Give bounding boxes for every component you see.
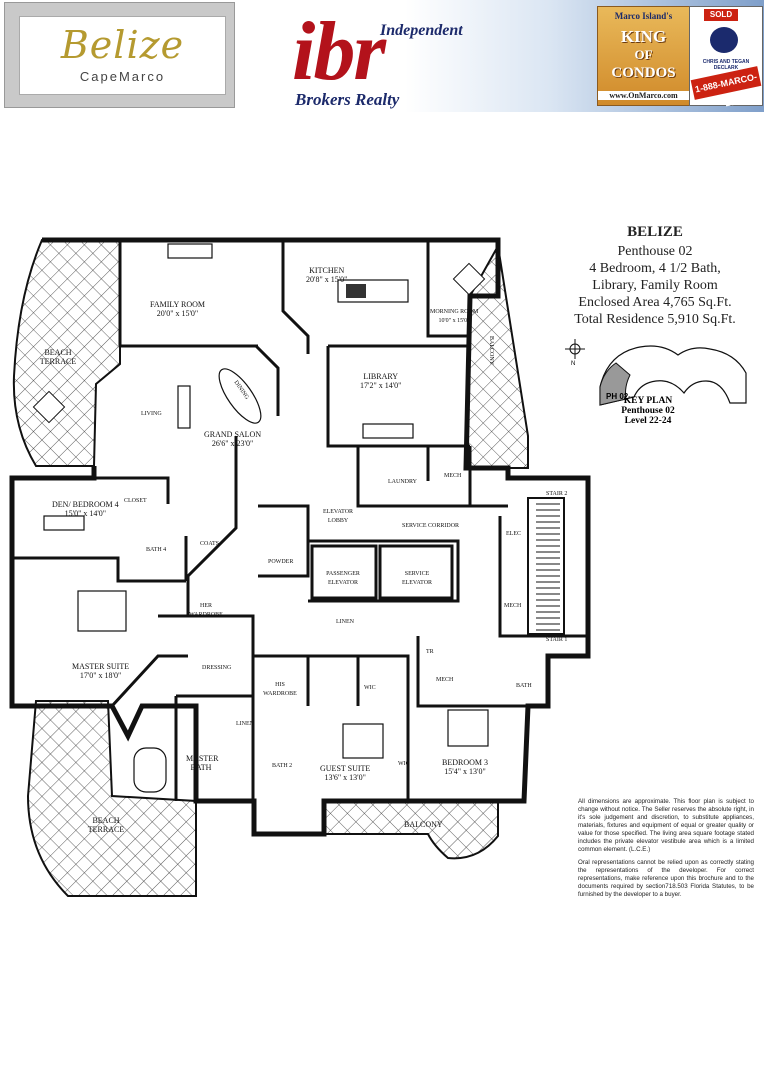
bedroom3-bed bbox=[447, 709, 489, 747]
disclaimer: All dimensions are approximate. This flo… bbox=[578, 798, 754, 904]
room-linen-2: LINEN bbox=[236, 721, 254, 727]
floor-plan bbox=[9, 237, 591, 897]
cooktop-icon bbox=[346, 284, 366, 298]
room-passenger-elevator: PASSENGER ELEVATOR bbox=[326, 571, 360, 586]
room-his-wardrobe: HIS WARDROBE bbox=[263, 682, 297, 697]
exterior-wall bbox=[9, 237, 591, 837]
key-plan-title: KEY PLAN bbox=[623, 396, 673, 406]
disclaimer-p2: Oral representations cannot be relied up… bbox=[578, 859, 754, 898]
property-beds: 4 Bedroom, 4 1/2 Bath, bbox=[589, 261, 721, 276]
property-total: Total Residence 5,910 Sq.Ft. bbox=[574, 312, 736, 327]
room-mech-3: MECH bbox=[436, 677, 454, 683]
library-sofa bbox=[362, 423, 414, 439]
king-sign-line4: CONDOS bbox=[611, 65, 676, 81]
property-enclosed: Enclosed Area 4,765 Sq.Ft. bbox=[578, 295, 732, 310]
guest-bed bbox=[342, 723, 384, 759]
room-bath-3: BATH bbox=[516, 683, 532, 689]
dining-table bbox=[218, 368, 262, 424]
family-sofa bbox=[167, 243, 213, 259]
agent-phone: 1-888-MARCO-23 bbox=[690, 66, 762, 108]
north-compass-icon bbox=[565, 339, 585, 359]
room-service-elevator: SERVICE ELEVATOR bbox=[401, 571, 433, 586]
north-label: N bbox=[571, 361, 576, 367]
king-of-condos-sign: Marco Island's KING OF CONDOS www.OnMarc… bbox=[597, 6, 690, 106]
key-plan-unit: Penthouse 02 bbox=[621, 406, 675, 416]
terrace-table bbox=[32, 390, 66, 424]
room-wic-2: WIC bbox=[398, 761, 410, 767]
key-plan-diagram: PH 02 bbox=[565, 339, 747, 406]
ibr-logo: ibr bbox=[292, 5, 386, 98]
room-living: LIVING bbox=[141, 411, 162, 417]
beach-terrace-south bbox=[26, 700, 197, 897]
room-balcony-1: BALCONY bbox=[488, 335, 495, 366]
key-plan-level: Level 22-24 bbox=[624, 416, 672, 426]
room-bath-4: BATH 4 bbox=[146, 547, 167, 553]
agent-sign: SOLD CHRIS AND TEGAN DECLARK 1-888-MARCO… bbox=[689, 6, 763, 108]
morning-table bbox=[452, 262, 486, 296]
room-service-corridor: SERVICE CORRIDOR bbox=[402, 523, 460, 529]
belize-logo-word: Belize bbox=[60, 23, 185, 67]
belize-logo-sub: CapeMarco bbox=[79, 69, 166, 84]
balcony-south bbox=[323, 800, 499, 860]
room-tr: TR bbox=[426, 649, 434, 655]
ibr-independent: Independent bbox=[380, 22, 463, 39]
tub bbox=[133, 747, 167, 793]
property-title: BELIZE bbox=[627, 224, 683, 240]
room-mech-1: MECH bbox=[444, 473, 462, 479]
room-closet: CLOSET bbox=[124, 498, 147, 504]
room-elevator-lobby: ELEVATOR LOBBY bbox=[322, 509, 354, 524]
room-elec: ELEC bbox=[506, 531, 521, 537]
property-rooms: Library, Family Room bbox=[592, 278, 718, 293]
ph02-highlight bbox=[599, 362, 631, 406]
agent-names: CHRIS AND TEGAN DECLARK bbox=[702, 59, 750, 71]
king-sign-line2: KING bbox=[620, 27, 667, 46]
room-laundry: LAUNDRY bbox=[388, 479, 418, 485]
den-sofa bbox=[43, 515, 85, 531]
interior-walls bbox=[12, 240, 588, 801]
room-balcony-2: BALCONY bbox=[404, 820, 443, 829]
property-unit: Penthouse 02 bbox=[617, 244, 693, 259]
king-sign-url: www.OnMarco.com bbox=[598, 91, 689, 100]
room-linen-1: LINEN bbox=[336, 619, 354, 625]
key-plan-unit-tag: PH 02 bbox=[606, 392, 629, 401]
stair-2 bbox=[527, 497, 565, 635]
room-stair-2: STAIR 2 bbox=[546, 491, 568, 497]
sold-badge: SOLD bbox=[704, 9, 738, 21]
king-sign-line1: Marco Island's bbox=[614, 11, 673, 21]
room-coats: COATS bbox=[200, 541, 220, 547]
master-bed bbox=[77, 590, 127, 632]
belize-logo: Belize CapeMarco bbox=[4, 2, 235, 108]
building-footprint bbox=[599, 345, 747, 406]
room-beach-terrace-1: BEACH TERRACE bbox=[39, 348, 77, 366]
ibr-brokers-realty: Brokers Realty bbox=[295, 90, 400, 109]
room-dressing: DRESSING bbox=[202, 665, 232, 671]
room-beach-terrace-2: BEACH TERRACE bbox=[87, 816, 125, 834]
disclaimer-p1: All dimensions are approximate. This flo… bbox=[578, 798, 754, 853]
room-mech-2: MECH bbox=[504, 603, 522, 609]
key-plan-caption: KEY PLAN Penthouse 02 Level 22-24 bbox=[598, 396, 698, 426]
crown-icon bbox=[710, 27, 738, 53]
living-sofa bbox=[177, 385, 191, 429]
room-master-bath: MASTER BATH bbox=[186, 754, 219, 772]
king-sign-line3: OF bbox=[634, 47, 653, 62]
room-stair-1: STAIR 1 bbox=[546, 637, 568, 643]
passenger-elevator bbox=[310, 544, 378, 600]
service-elevator bbox=[378, 544, 454, 600]
room-powder: POWDER bbox=[268, 559, 294, 565]
room-bath-2: BATH 2 bbox=[272, 763, 293, 769]
room-wic-1: WIC bbox=[364, 685, 376, 691]
room-her-wardrobe: HER WARDROBE bbox=[189, 603, 223, 618]
